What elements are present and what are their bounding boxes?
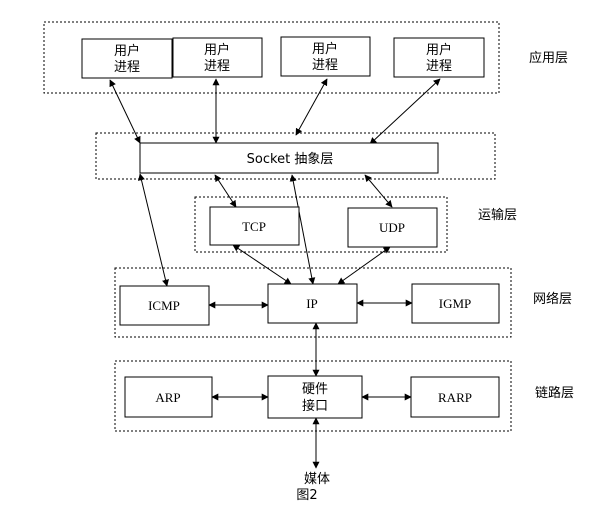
ip-label: IP	[306, 296, 318, 311]
user-process-1-line2: 进程	[114, 60, 140, 75]
network-layer-label: 网络层	[533, 291, 572, 307]
rarp-label: RARP	[438, 390, 472, 405]
hardware-interface-line2: 接口	[302, 398, 328, 414]
arp-label: ARP	[155, 390, 180, 405]
igmp-box	[411, 283, 500, 324]
user-process-4-line2: 进程	[426, 59, 452, 74]
arrow-socket-ip	[289, 174, 316, 285]
arrow-proc3-socket	[295, 78, 328, 136]
arrow-proc1-socket	[109, 79, 141, 144]
user-process-2-line2: 进程	[204, 59, 230, 74]
hardware-interface-box	[267, 375, 363, 419]
igmp-label: IGMP	[439, 296, 472, 311]
user-process-4: 用户 进程	[393, 37, 485, 78]
application-layer-label: 应用层	[529, 50, 568, 66]
arrow-proc4-socket	[369, 78, 441, 145]
udp-label: UDP	[379, 220, 405, 235]
arrows	[109, 78, 441, 469]
user-process-2: 用户 进程	[172, 37, 263, 78]
arrow-socket-icmp	[138, 173, 169, 287]
user-process-3-line2: 进程	[312, 58, 338, 73]
hardware-interface-line1: 硬件	[302, 382, 328, 397]
arrow-tcp-ip	[232, 244, 292, 285]
user-process-1: 用户 进程	[81, 38, 173, 79]
user-process-2-line1: 用户	[204, 42, 230, 58]
socket-layer-label: Socket 抽象层	[247, 152, 334, 167]
user-process-4-line1: 用户	[426, 42, 452, 58]
ip-box	[267, 283, 358, 324]
tcp-box	[209, 206, 300, 246]
udp-box	[347, 207, 438, 248]
transport-layer-frame	[194, 196, 448, 253]
icmp-box	[119, 285, 210, 326]
user-process-1-line1: 用户	[114, 43, 140, 59]
link-layer-label: 链路层	[535, 385, 574, 401]
user-process-3: 用户 进程	[280, 36, 371, 77]
user-process-3-line1: 用户	[312, 41, 338, 57]
media-label: 媒体	[304, 472, 330, 487]
application-layer-frame	[43, 21, 500, 94]
arp-box	[124, 376, 213, 418]
arrow-udp-ip	[337, 246, 391, 285]
rarp-box	[410, 376, 500, 418]
figure-caption: 图2	[296, 488, 317, 503]
tcp-label: TCP	[242, 219, 266, 234]
socket-layer-box	[139, 142, 439, 174]
icmp-label: ICMP	[148, 298, 180, 313]
transport-layer-label: 运输层	[478, 207, 517, 223]
arrow-socket-tcp	[214, 174, 237, 208]
arrow-socket-udp	[364, 174, 393, 208]
